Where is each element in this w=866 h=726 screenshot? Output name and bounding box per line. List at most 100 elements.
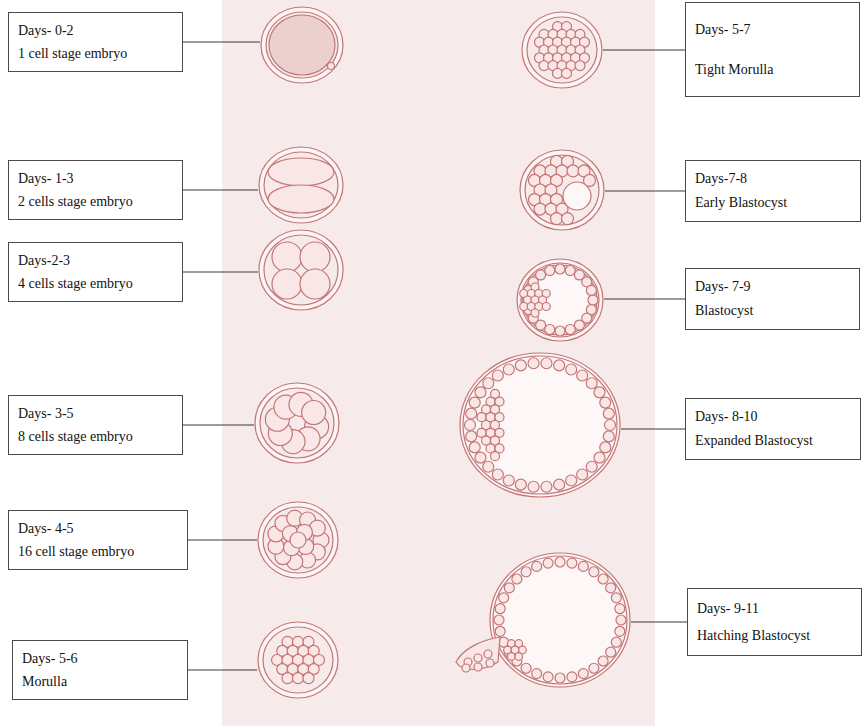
trophectoderm-cell [555, 264, 565, 274]
stage-name: Tight Morulla [695, 61, 773, 79]
trophectoderm-cell [594, 387, 605, 398]
trophectoderm-cell [532, 669, 542, 679]
trophectoderm-cell [574, 320, 584, 330]
stage-label-box: Days- 9-11Hatching Blastocyst [687, 588, 862, 656]
blastomere [562, 68, 572, 78]
leader-line [604, 298, 685, 299]
embryo-drawings [255, 7, 630, 698]
trophectoderm-cell [521, 567, 531, 577]
trophectoderm-cell [598, 574, 608, 584]
zona-pellucida [260, 388, 334, 458]
trophectoderm-cell [600, 397, 611, 408]
trophectoderm-cell [545, 324, 555, 334]
trophectoderm-cell [503, 364, 514, 375]
stage-name: 8 cells stage embryo [18, 428, 133, 446]
stage-label-box: Days- 0-2 1 cell stage embryo [8, 12, 183, 72]
zona-pellucida [266, 12, 338, 78]
trophectoderm-cell [495, 604, 505, 614]
zona-pellucida [259, 230, 343, 310]
trophectoderm-cell [494, 615, 504, 625]
blastomere [551, 213, 563, 225]
trophectoderm-cell [555, 673, 565, 683]
trophectoderm-cell [503, 475, 514, 486]
trophectoderm-cell [606, 647, 616, 657]
trophectoderm-cell [578, 561, 588, 571]
trophectoderm-cell [554, 360, 565, 371]
day-range: Days- 0-2 [18, 22, 74, 40]
stage-name: Hatching Blastocyst [697, 627, 810, 645]
trophectoderm-cell [475, 387, 486, 398]
trophectoderm-cell [469, 442, 480, 453]
leader-line [183, 189, 258, 190]
inner-cell-mass [474, 654, 482, 662]
day-range: Days- 1-3 [18, 170, 74, 188]
trophectoderm-cell [611, 593, 621, 603]
stage-label-box: Days- 4-516 cell stage embryo [8, 510, 188, 570]
trophectoderm-cell [566, 475, 577, 486]
stage-name: 1 cell stage embryo [18, 45, 127, 63]
zona-pellucida [263, 507, 333, 573]
trophectoderm-cell [606, 583, 616, 593]
zona-pellucida [263, 627, 333, 693]
blastomere [534, 203, 546, 215]
leader-line [188, 669, 257, 670]
stage-name: Morulla [22, 673, 67, 691]
trophectoderm-cell [586, 461, 597, 472]
trophectoderm-cell [515, 360, 526, 371]
trophectoderm-cell [483, 461, 494, 472]
leader-line [605, 190, 685, 191]
zona-pellucida [517, 259, 603, 341]
trophectoderm-cell [603, 431, 614, 442]
zona-pellucida [258, 502, 338, 578]
zona-pellucida [521, 263, 599, 337]
trophectoderm-cell [594, 452, 605, 463]
zona-pellucida [255, 383, 339, 463]
day-range: Days- 5-7 [695, 21, 751, 39]
trophectoderm-cell [532, 561, 542, 571]
trophectoderm-cell [528, 358, 539, 369]
trophectoderm-cell [483, 378, 494, 389]
stage-name: 2 cells stage embryo [18, 193, 133, 211]
trophectoderm-cell [515, 479, 526, 490]
trophectoderm-cell [499, 593, 509, 603]
stage-label-box: Days- 3-58 cells stage embryo [8, 395, 183, 455]
blastocoel [563, 182, 591, 210]
trophectoderm-cell [541, 481, 552, 492]
zona-pellucida [525, 155, 599, 225]
stage-label-box: Days- 1-3 2 cells stage embryo [8, 160, 183, 220]
zona-pellucida [258, 622, 338, 698]
trophectoderm-cell [586, 378, 597, 389]
stage-label-box: Days-2-34 cells stage embryo [8, 242, 183, 302]
blastomere [303, 673, 314, 684]
trophectoderm-cell [466, 408, 477, 419]
trophectoderm-cell [469, 397, 480, 408]
stage-label-box: Days- 5-6Morulla [12, 640, 188, 700]
blastomere [575, 61, 585, 71]
day-range: Days-7-8 [695, 170, 747, 188]
trophectoderm-cell [589, 567, 599, 577]
trophectoderm-cell [555, 326, 565, 336]
trophectoderm-cell [615, 626, 625, 636]
blastomere [290, 532, 306, 548]
inner-cell-mass [474, 663, 482, 671]
trophectoderm-cell [605, 420, 616, 431]
inner-cell-mass [531, 309, 539, 317]
leader-line [183, 424, 254, 425]
trophectoderm-cell [586, 285, 596, 295]
blastomere [272, 269, 302, 299]
stage-label-box: Days- 7-9Blastocyst [685, 268, 860, 330]
trophectoderm-cell [565, 324, 575, 334]
inner-cell-mass [520, 302, 528, 310]
blastomere [300, 242, 330, 272]
trophectoderm-cell [554, 479, 565, 490]
day-range: Days- 5-6 [22, 650, 78, 668]
blastomere [567, 165, 579, 177]
trophectoderm-cell [565, 266, 575, 276]
blastomere [562, 213, 574, 225]
trophectoderm-cell [521, 663, 531, 673]
leader-line [603, 49, 685, 50]
trophectoderm-cell [545, 266, 555, 276]
trophectoderm-cell [543, 672, 553, 682]
trophectoderm-cell [492, 469, 503, 480]
